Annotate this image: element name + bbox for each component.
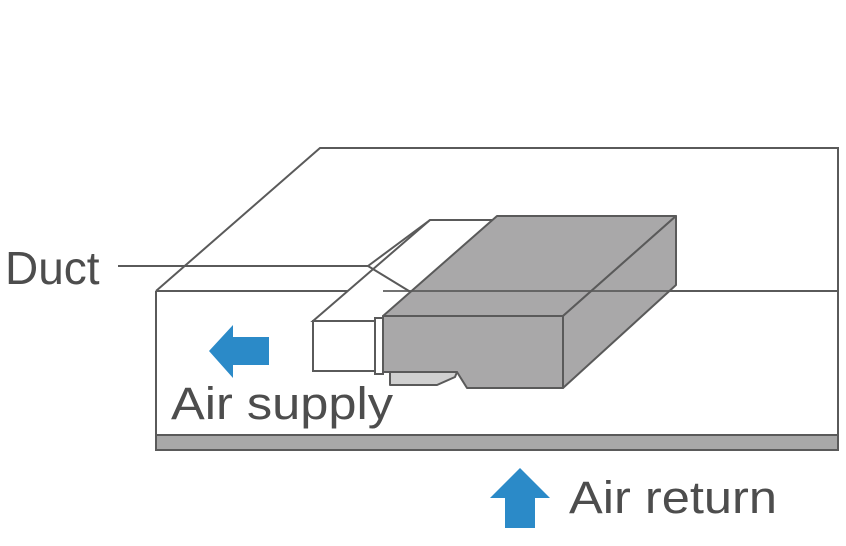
unit-front-face xyxy=(382,315,564,389)
air-return-label: Air return xyxy=(569,472,777,523)
duct-label: Duct xyxy=(5,242,100,294)
arrow-left-icon xyxy=(209,325,269,378)
air-supply-label: Air supply xyxy=(171,378,394,429)
duct-front-face xyxy=(312,320,376,372)
duct-flange xyxy=(374,317,384,375)
floor-bar xyxy=(155,434,839,451)
unit-diagonal-overlay xyxy=(367,219,431,267)
arrow-up-icon xyxy=(490,468,550,528)
unit-bracket xyxy=(389,371,458,386)
